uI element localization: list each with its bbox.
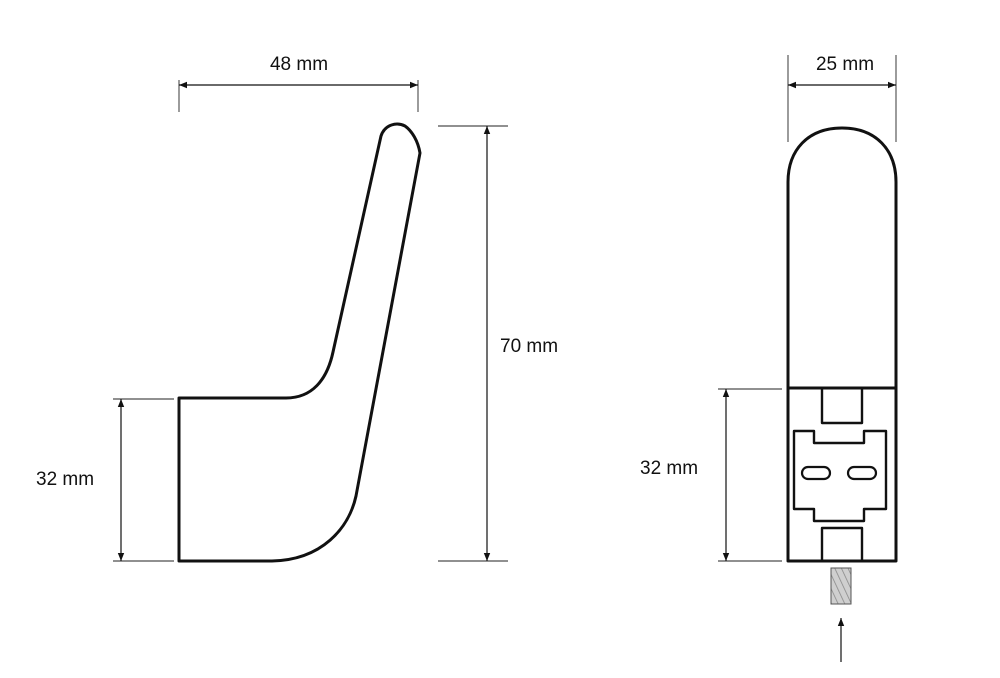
- mounting-bracket: [792, 386, 888, 563]
- hook-front-outline: [786, 126, 898, 563]
- front-view: 25 mm 32 mm: [640, 54, 898, 662]
- side-height-label: 70 mm: [500, 336, 558, 357]
- mounting-screw: [830, 567, 852, 662]
- side-view: 48 mm 70 mm 32 mm: [36, 54, 558, 563]
- front-base-label: 32 mm: [640, 458, 698, 479]
- front-width-label: 25 mm: [816, 54, 874, 75]
- mounting-hole-left: [800, 465, 832, 481]
- side-width-label: 48 mm: [270, 54, 328, 75]
- side-base-label: 32 mm: [36, 469, 94, 490]
- hook-side-profile: [177, 122, 422, 563]
- mounting-hole-right: [846, 465, 878, 481]
